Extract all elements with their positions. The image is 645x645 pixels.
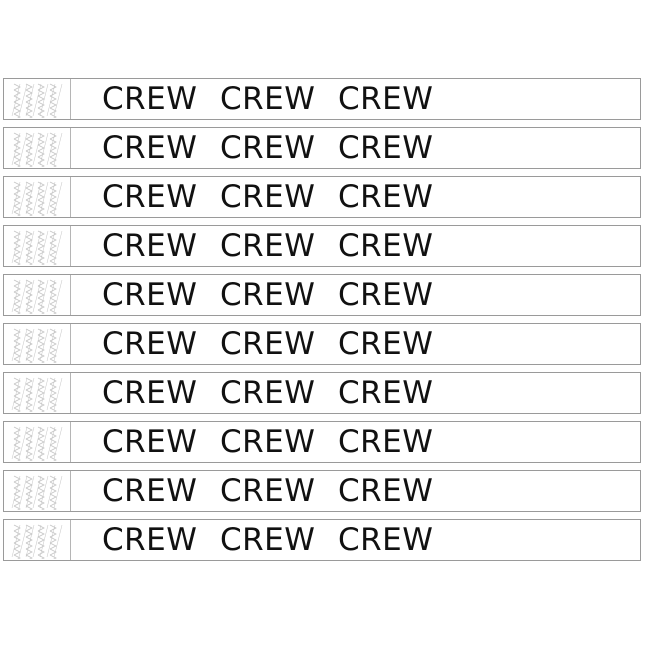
- wristband: CREW CREW CREW: [3, 372, 641, 414]
- security-tab: [4, 373, 71, 413]
- wristband-text: CREW CREW CREW: [102, 79, 456, 119]
- crew-label: CREW: [338, 130, 434, 166]
- security-tab: [4, 226, 71, 266]
- crew-label: CREW: [102, 277, 198, 313]
- security-tab: [4, 422, 71, 462]
- crew-label: CREW: [338, 179, 434, 215]
- crew-label: CREW: [338, 473, 434, 509]
- crew-label: CREW: [102, 179, 198, 215]
- crew-label: CREW: [338, 522, 434, 558]
- crew-label: CREW: [102, 522, 198, 558]
- security-tab: [4, 177, 71, 217]
- security-tab: [4, 520, 71, 560]
- security-tab-chevron-icon: [11, 524, 63, 559]
- wristband: CREW CREW CREW: [3, 470, 641, 512]
- wristband: CREW CREW CREW: [3, 323, 641, 365]
- security-tab-chevron-icon: [11, 426, 63, 461]
- crew-label: CREW: [220, 473, 316, 509]
- crew-label: CREW: [220, 522, 316, 558]
- wristband-text: CREW CREW CREW: [102, 373, 456, 413]
- wristband: CREW CREW CREW: [3, 274, 641, 316]
- wristband: CREW CREW CREW: [3, 176, 641, 218]
- crew-label: CREW: [220, 81, 316, 117]
- wristband-text: CREW CREW CREW: [102, 422, 456, 462]
- crew-label: CREW: [102, 81, 198, 117]
- wristband-text: CREW CREW CREW: [102, 520, 456, 560]
- security-tab: [4, 471, 71, 511]
- crew-label: CREW: [338, 228, 434, 264]
- security-tab: [4, 128, 71, 168]
- crew-label: CREW: [338, 326, 434, 362]
- wristband-text: CREW CREW CREW: [102, 275, 456, 315]
- crew-label: CREW: [338, 277, 434, 313]
- wristband: CREW CREW CREW: [3, 78, 641, 120]
- wristband-text: CREW CREW CREW: [102, 226, 456, 266]
- security-tab-chevron-icon: [11, 328, 63, 363]
- security-tab: [4, 275, 71, 315]
- security-tab: [4, 324, 71, 364]
- crew-label: CREW: [102, 375, 198, 411]
- wristband-text: CREW CREW CREW: [102, 471, 456, 511]
- crew-label: CREW: [338, 375, 434, 411]
- wristband: CREW CREW CREW: [3, 127, 641, 169]
- security-tab-chevron-icon: [11, 279, 63, 314]
- wristband: CREW CREW CREW: [3, 519, 641, 561]
- security-tab-chevron-icon: [11, 377, 63, 412]
- crew-label: CREW: [102, 424, 198, 460]
- crew-label: CREW: [220, 424, 316, 460]
- crew-label: CREW: [220, 277, 316, 313]
- crew-label: CREW: [220, 375, 316, 411]
- crew-label: CREW: [102, 473, 198, 509]
- crew-label: CREW: [220, 130, 316, 166]
- crew-label: CREW: [220, 326, 316, 362]
- crew-label: CREW: [220, 228, 316, 264]
- wristband-text: CREW CREW CREW: [102, 324, 456, 364]
- security-tab-chevron-icon: [11, 230, 63, 265]
- wristband-text: CREW CREW CREW: [102, 128, 456, 168]
- security-tab-chevron-icon: [11, 475, 63, 510]
- security-tab-chevron-icon: [11, 132, 63, 167]
- crew-label: CREW: [338, 424, 434, 460]
- security-tab-chevron-icon: [11, 83, 63, 118]
- wristband: CREW CREW CREW: [3, 421, 641, 463]
- crew-label: CREW: [102, 130, 198, 166]
- wristband: CREW CREW CREW: [3, 225, 641, 267]
- crew-label: CREW: [220, 179, 316, 215]
- crew-label: CREW: [102, 326, 198, 362]
- crew-label: CREW: [338, 81, 434, 117]
- wristband-text: CREW CREW CREW: [102, 177, 456, 217]
- crew-label: CREW: [102, 228, 198, 264]
- security-tab: [4, 79, 71, 119]
- security-tab-chevron-icon: [11, 181, 63, 216]
